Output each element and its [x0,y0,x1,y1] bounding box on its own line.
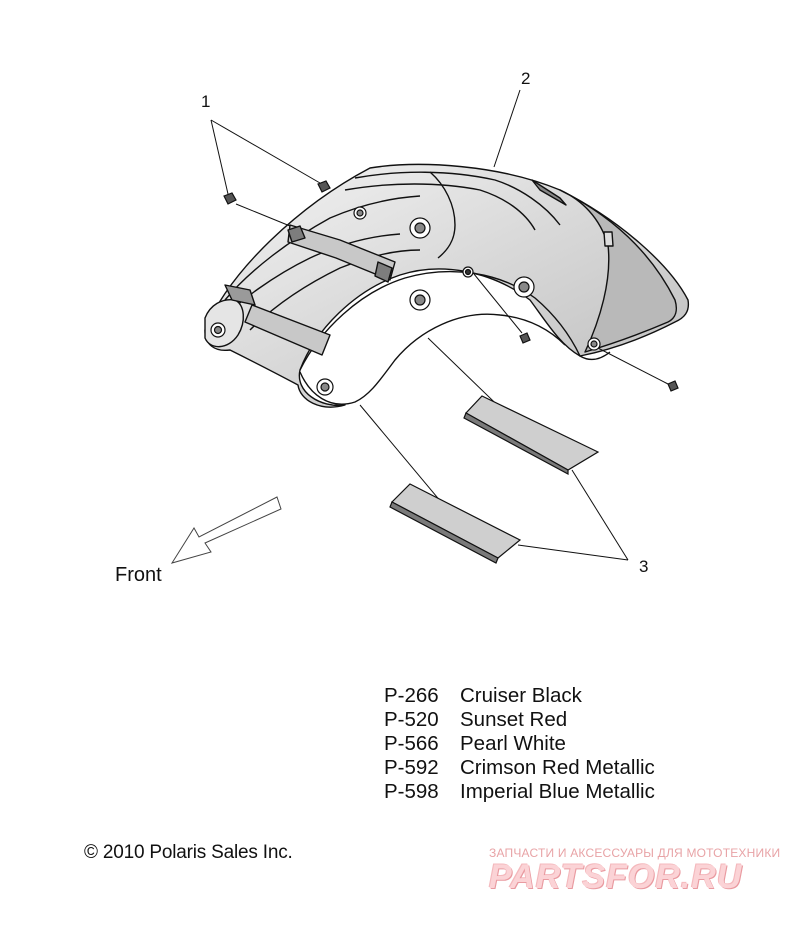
leader-lines [210,89,669,561]
legend-row: P-566 Pearl White [384,732,655,756]
decals [389,395,600,564]
legend-row: P-520 Sunset Red [384,708,655,732]
legend-code: P-520 [384,708,439,731]
legend-name: Cruiser Black [460,684,582,707]
legend-name: Crimson Red Metallic [460,756,655,779]
mounting-holes [210,206,601,396]
legend-name: Sunset Red [460,708,568,731]
watermark-logo: PARTSFOR.RU [489,858,743,896]
front-arrow [170,496,282,564]
legend-name: Pearl White [460,732,566,755]
legend-row: P-598 Imperial Blue Metallic [384,780,655,804]
callout-3: 3 [639,557,649,576]
watermark-tagline: ЗАПЧАСТИ И АКСЕССУАРЫ ДЛЯ МОТОТЕХНИКИ [489,846,781,860]
callout-2: 2 [521,69,531,88]
legend-code: P-266 [384,684,439,707]
front-label: Front [115,564,162,586]
copyright-notice: © 2010 Polaris Sales Inc. [84,842,293,863]
paint-code-legend: P-266 Cruiser Black P-520 Sunset Red P-566… [384,684,655,804]
legend-row: P-266 Cruiser Black [384,684,655,708]
legend-code: P-592 [384,756,439,779]
fasteners [223,180,679,392]
rear-fender [204,163,690,408]
callout-1: 1 [201,92,211,111]
legend-code: P-598 [384,780,439,803]
legend-code: P-566 [384,732,439,755]
legend-row: P-592 Crimson Red Metallic [384,756,655,780]
legend-name: Imperial Blue Metallic [460,780,655,803]
